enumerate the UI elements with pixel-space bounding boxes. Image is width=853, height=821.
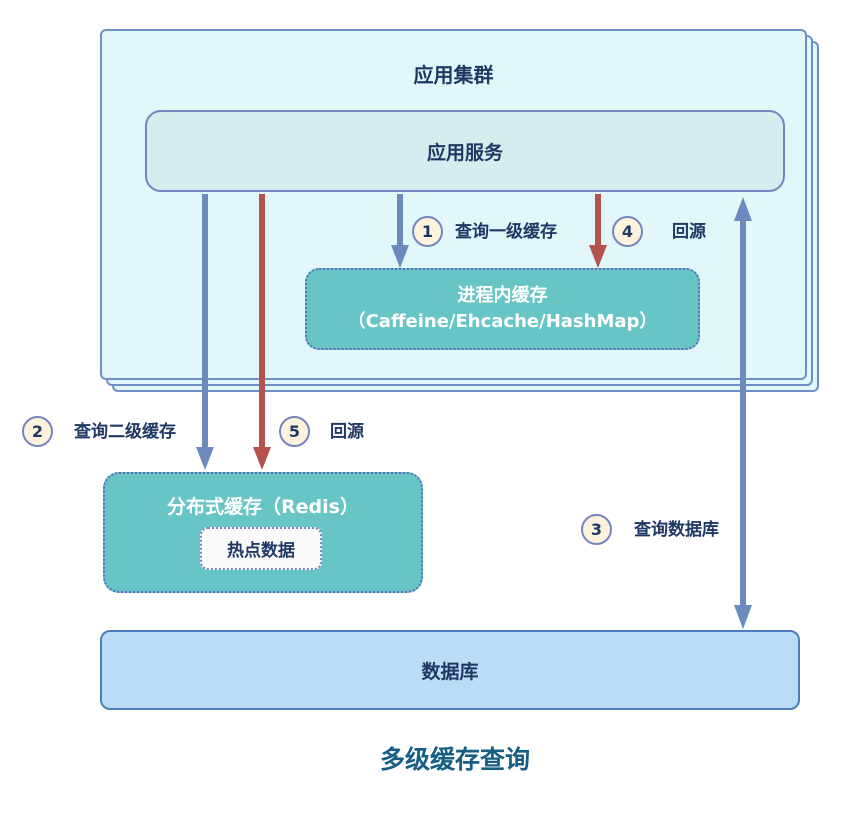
distributed-cache-label: 分布式缓存（Redis） [167,496,359,518]
step-badge-3: 3 [581,514,612,545]
diagram-title: 多级缓存查询 [379,745,530,774]
step-label-3: 查询数据库 [634,520,719,540]
database-box: 数据库 [100,630,800,710]
hot-data-label: 热点数据 [227,541,295,561]
process-cache-box: 进程内缓存 （Caffeine/Ehcache/HashMap） [305,268,700,350]
application-service-box: 应用服务 [145,110,785,192]
step-badge-2: 2 [22,416,53,447]
process-cache-label-line1: 进程内缓存 [457,284,548,306]
step-badge-1: 1 [412,216,443,247]
hot-data-box: 热点数据 [200,527,322,570]
application-service-label: 应用服务 [426,141,503,164]
database-label: 数据库 [421,660,479,683]
application-cluster-label: 应用集群 [413,63,494,87]
step-badge-4: 4 [612,216,643,247]
step-label-1: 查询一级缓存 [455,222,557,242]
step-label-5: 回源 [330,422,364,442]
process-cache-label-line2: （Caffeine/Ehcache/HashMap） [347,311,658,332]
step-label-4: 回源 [672,222,706,242]
step-label-2: 查询二级缓存 [74,422,176,442]
step-badge-5: 5 [279,416,310,447]
